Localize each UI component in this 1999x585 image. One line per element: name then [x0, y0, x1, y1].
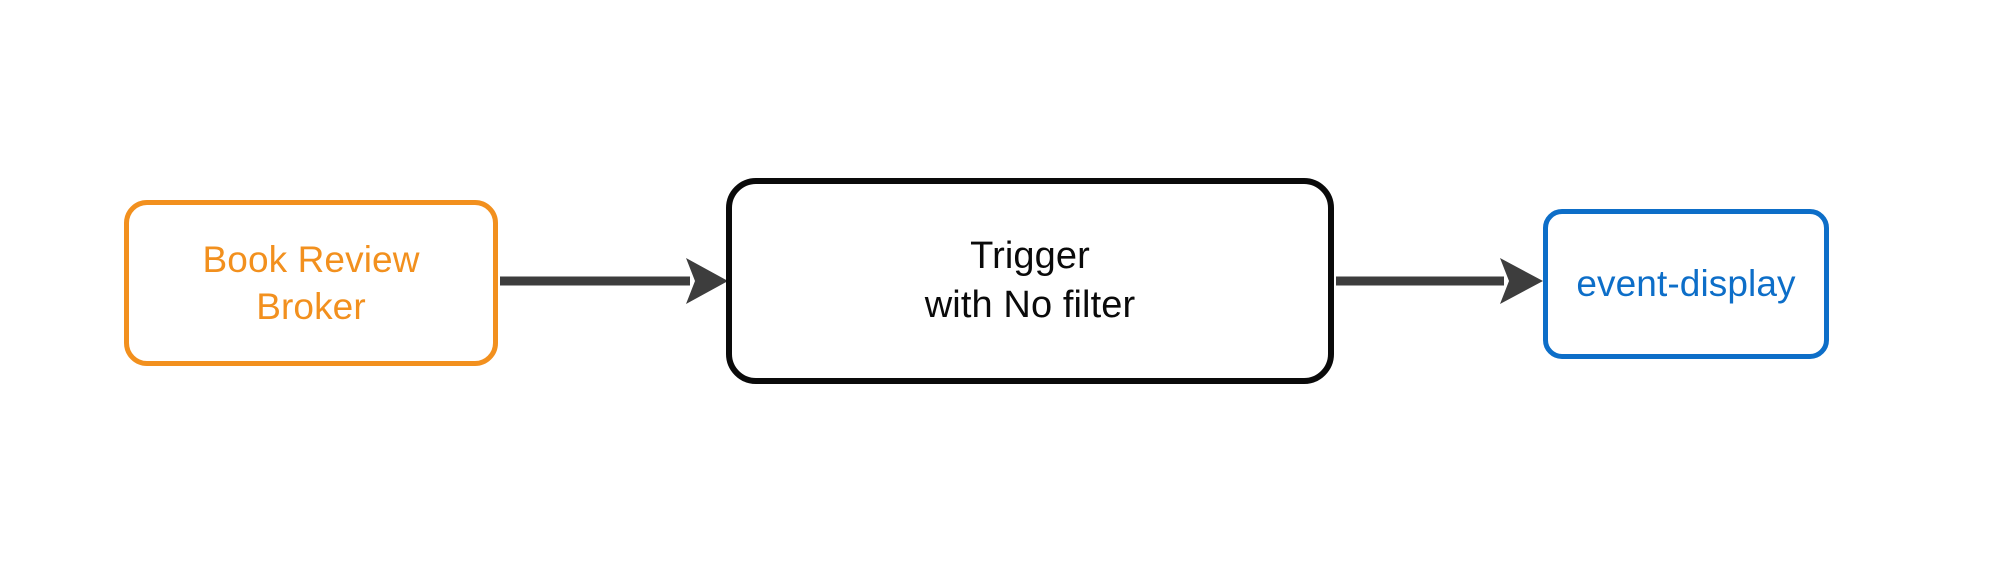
arrowhead-icon — [686, 258, 728, 304]
node-trigger-no-filter-label: Trigger with No filter — [924, 235, 1136, 326]
node-event-display[interactable]: event-display — [1543, 209, 1829, 359]
node-trigger-no-filter[interactable]: Trigger with No filter — [726, 178, 1334, 384]
arrow-line-source-trigger — [500, 258, 728, 304]
node-book-review-broker-label: Book Review Broker — [202, 238, 420, 327]
node-book-review-broker[interactable]: Book Review Broker — [124, 200, 498, 366]
arrow-line-trigger-sink — [1336, 258, 1543, 304]
arrowhead-icon — [1500, 258, 1543, 304]
node-event-display-label: event-display — [1576, 263, 1796, 305]
